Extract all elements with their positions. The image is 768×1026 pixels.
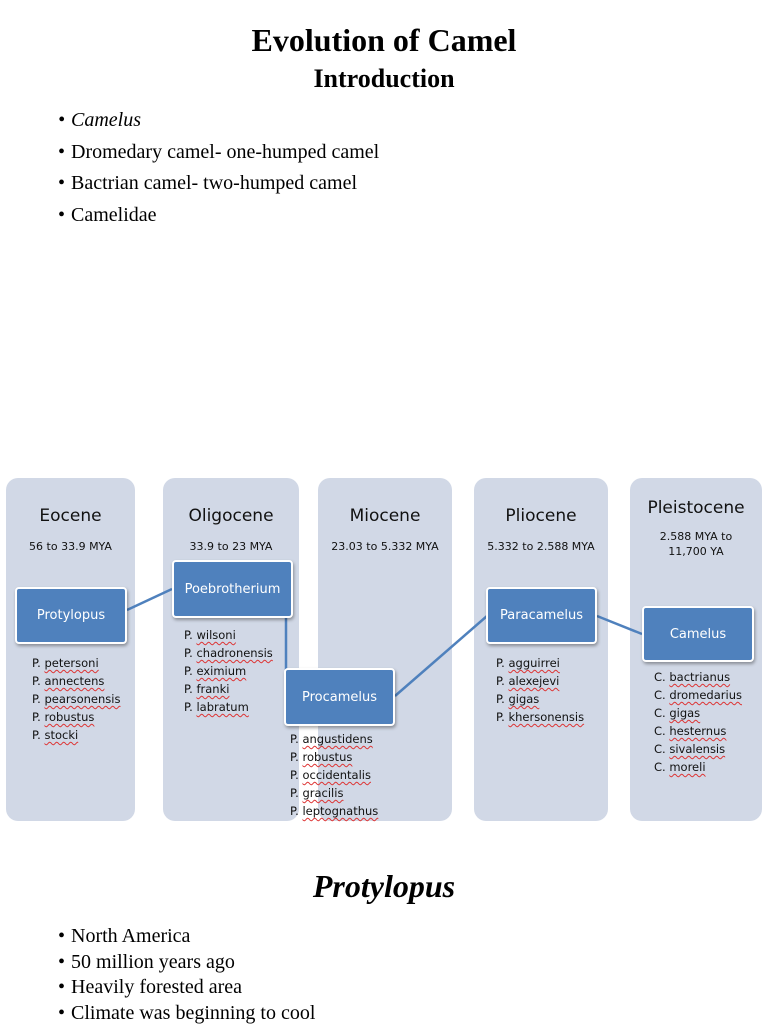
list-item: Bactrian camel- two-humped camel: [58, 171, 379, 203]
species-list-eocene: P. petersoni P. annectens P. pearsonensi…: [32, 654, 120, 744]
list-item: 50 million years ago: [58, 950, 315, 976]
species-list-miocene: P. angustidens P. robustus P. occidental…: [290, 730, 378, 820]
genus-label: Camelus: [670, 627, 726, 642]
list-item: P. robustus: [32, 708, 120, 726]
genus-box-protylopus: Protylopus: [15, 587, 127, 644]
list-item: P. gracilis: [290, 784, 378, 802]
list-item: Camelidae: [58, 203, 379, 235]
protylopus-bullet-list: North America 50 million years ago Heavi…: [58, 924, 315, 1026]
list-item: P. khersonensis: [496, 708, 584, 726]
genus-box-camelus: Camelus: [642, 606, 754, 662]
genus-box-poebrotherium: Poebrotherium: [172, 560, 293, 618]
species-list-oligocene: P. wilsoni P. chadronensis P. eximium P.…: [184, 626, 273, 716]
list-item: C. hesternus: [654, 722, 742, 740]
genus-label: Protylopus: [37, 608, 105, 623]
species-list-pliocene: P. agguirrei P. alexejevi P. gigas P. kh…: [496, 654, 584, 726]
section-subtitle: Introduction: [0, 64, 768, 94]
genus-box-procamelus: Procamelus: [284, 668, 395, 726]
list-item: P. annectens: [32, 672, 120, 690]
list-item: P. robustus: [290, 748, 378, 766]
genus-label: Paracamelus: [500, 608, 583, 623]
list-item: Climate was beginning to cool: [58, 1001, 315, 1026]
list-item: Dromedary camel- one-humped camel: [58, 140, 379, 172]
list-item: P. occidentalis: [290, 766, 378, 784]
list-item: C. moreli: [654, 758, 742, 776]
list-item: P. franki: [184, 680, 273, 698]
list-item: P. alexejevi: [496, 672, 584, 690]
connector-line: [127, 589, 172, 610]
list-item: C. sivalensis: [654, 740, 742, 758]
list-item: P. labratum: [184, 698, 273, 716]
list-item: P. leptognathus: [290, 802, 378, 820]
genus-box-paracamelus: Paracamelus: [486, 587, 597, 644]
intro-bullet-list: Camelus Dromedary camel- one-humped came…: [58, 108, 379, 234]
document-title: Evolution of Camel: [0, 22, 768, 59]
camel-evolution-timeline: Eocene 56 to 33.9 MYA Oligocene 33.9 to …: [0, 470, 768, 830]
list-item: C. dromedarius: [654, 686, 742, 704]
list-item: Heavily forested area: [58, 975, 315, 1001]
list-item: P. agguirrei: [496, 654, 584, 672]
section-heading: Protylopus: [0, 868, 768, 905]
list-item: Camelus: [58, 108, 379, 140]
list-item: P. gigas: [496, 690, 584, 708]
list-item: P. petersoni: [32, 654, 120, 672]
list-item: P. eximium: [184, 662, 273, 680]
list-item: P. wilsoni: [184, 626, 273, 644]
list-item: P. pearsonensis: [32, 690, 120, 708]
connector-line: [395, 616, 487, 696]
list-item: P. angustidens: [290, 730, 378, 748]
list-item: C. bactrianus: [654, 668, 742, 686]
species-list-pleistocene: C. bactrianus C. dromedarius C. gigas C.…: [654, 668, 742, 776]
genus-label: Procamelus: [302, 690, 377, 705]
list-item: C. gigas: [654, 704, 742, 722]
connector-line: [597, 616, 642, 634]
list-item: P. chadronensis: [184, 644, 273, 662]
list-item: P. stocki: [32, 726, 120, 744]
list-item: North America: [58, 924, 315, 950]
genus-label: Poebrotherium: [185, 582, 281, 597]
